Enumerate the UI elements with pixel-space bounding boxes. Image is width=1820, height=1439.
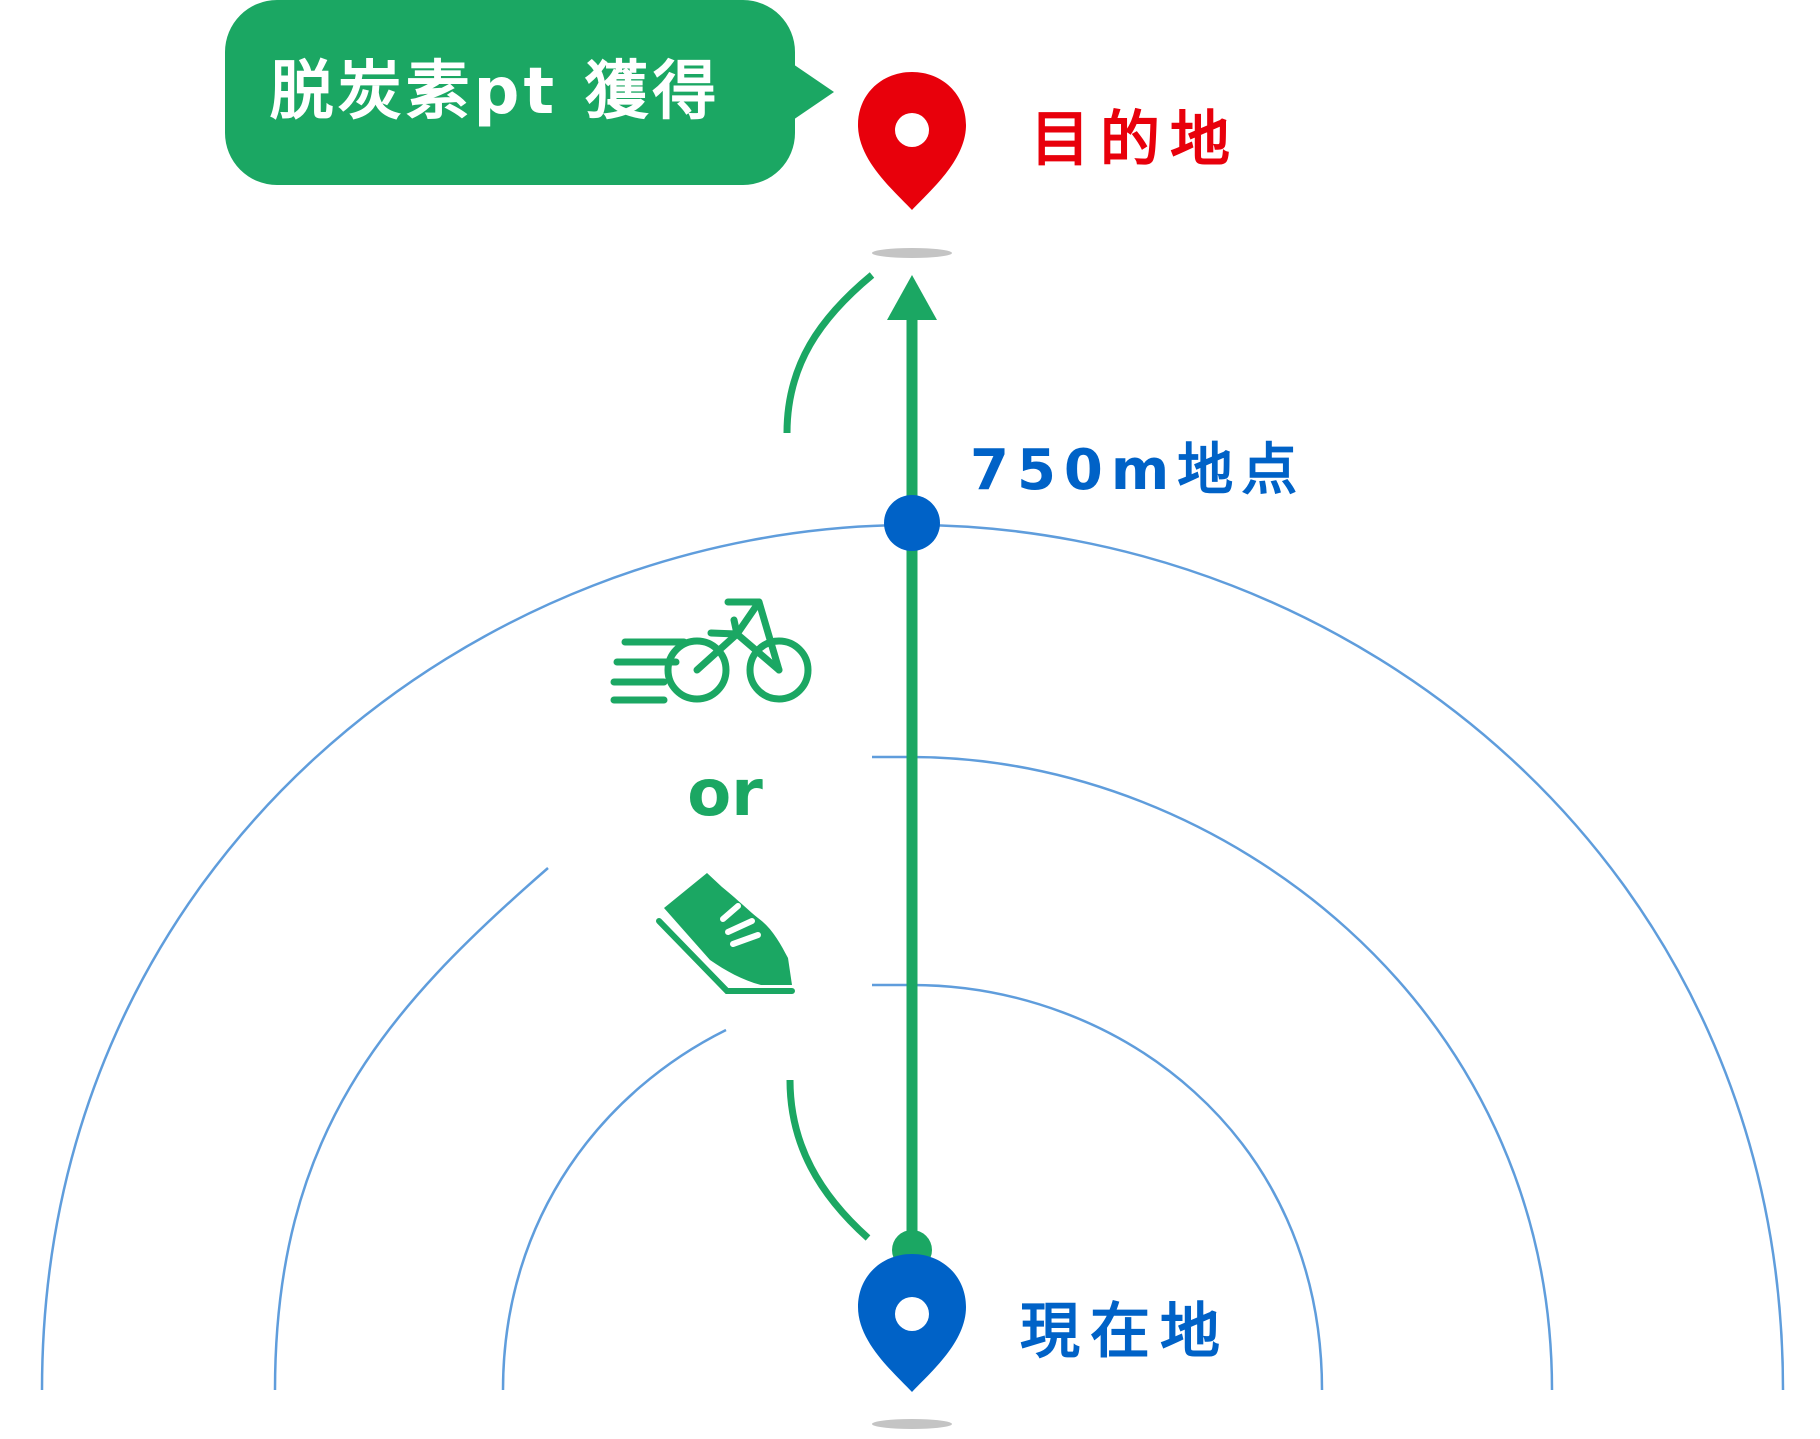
running-shoe-icon <box>656 873 795 994</box>
current-location-label: 現在地 <box>1020 1297 1230 1367</box>
callout-bubble-body <box>225 0 795 185</box>
callout-bubble-tail <box>790 62 834 122</box>
route-arrow-head <box>887 275 937 320</box>
checkpoint-dot <box>884 495 940 551</box>
bicycle-icon <box>610 598 812 704</box>
range-ring-middle <box>273 755 1554 1391</box>
mode-separator-text: or <box>687 757 763 831</box>
destination-label: 目的地 <box>1030 105 1240 175</box>
motion-arc-top <box>783 272 875 434</box>
range-ring-inner <box>501 983 1324 1391</box>
destination-pin-shadow <box>872 248 952 258</box>
callout-text: 脱炭素pt 獲得 <box>269 55 721 129</box>
checkpoint-label: 750m地点 <box>970 438 1306 503</box>
current-pin-shadow <box>872 1419 952 1429</box>
destination-pin-icon <box>858 72 966 210</box>
motion-arc-bottom <box>786 1079 871 1241</box>
callout-bubble <box>225 0 834 185</box>
current-location-pin-icon <box>858 1254 966 1392</box>
